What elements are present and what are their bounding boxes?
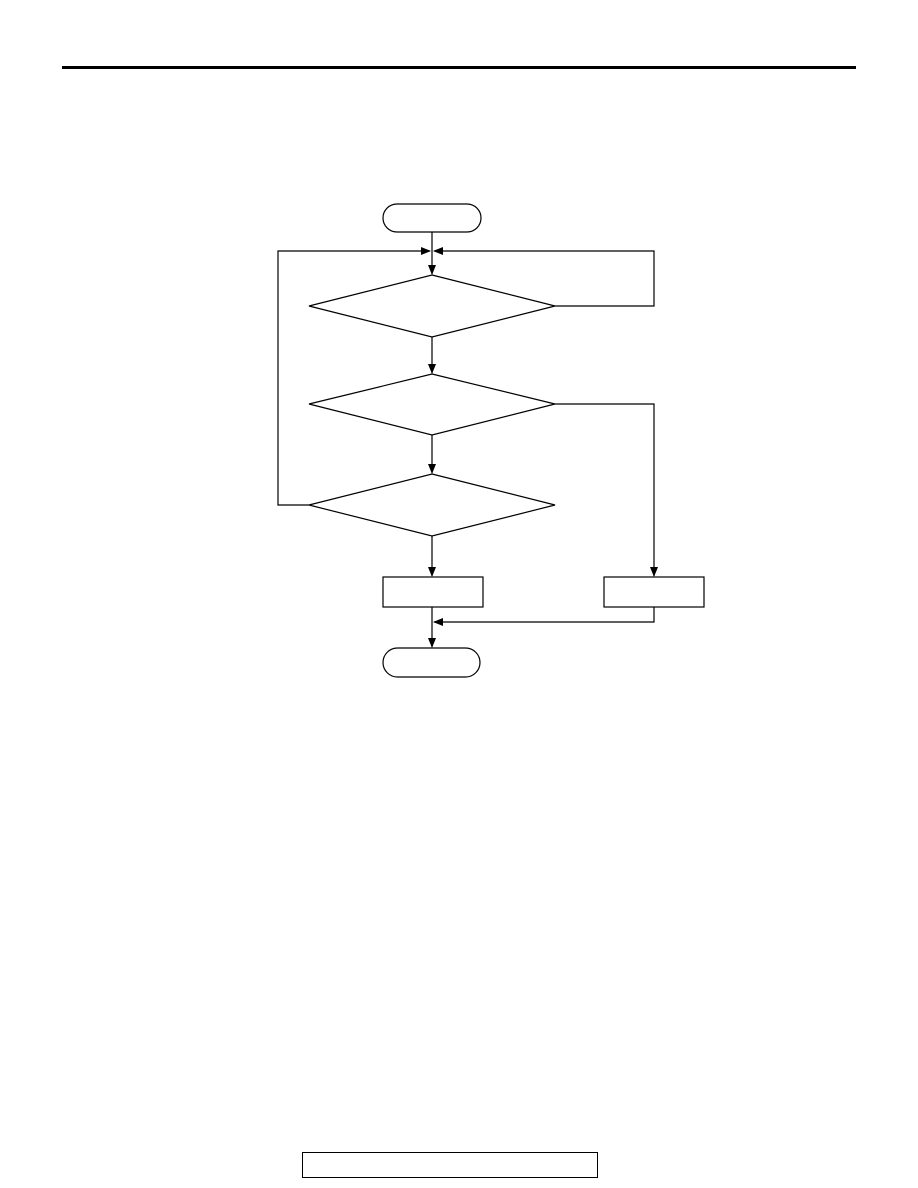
decision-2-diamond xyxy=(308,373,556,436)
process-right-box xyxy=(603,576,705,608)
start-terminator xyxy=(382,203,482,233)
end-terminator xyxy=(382,647,481,678)
decision-3-diamond xyxy=(308,473,556,537)
edge-process-right-to-end xyxy=(433,607,655,626)
edge-decision-1-loop xyxy=(433,247,655,307)
decision-1-diamond xyxy=(308,274,556,338)
edge-decision-3-loop-back xyxy=(277,247,431,506)
footer-box xyxy=(302,1152,598,1178)
edge-decision-2-to-process-right xyxy=(555,403,658,577)
process-left-box xyxy=(382,576,484,608)
